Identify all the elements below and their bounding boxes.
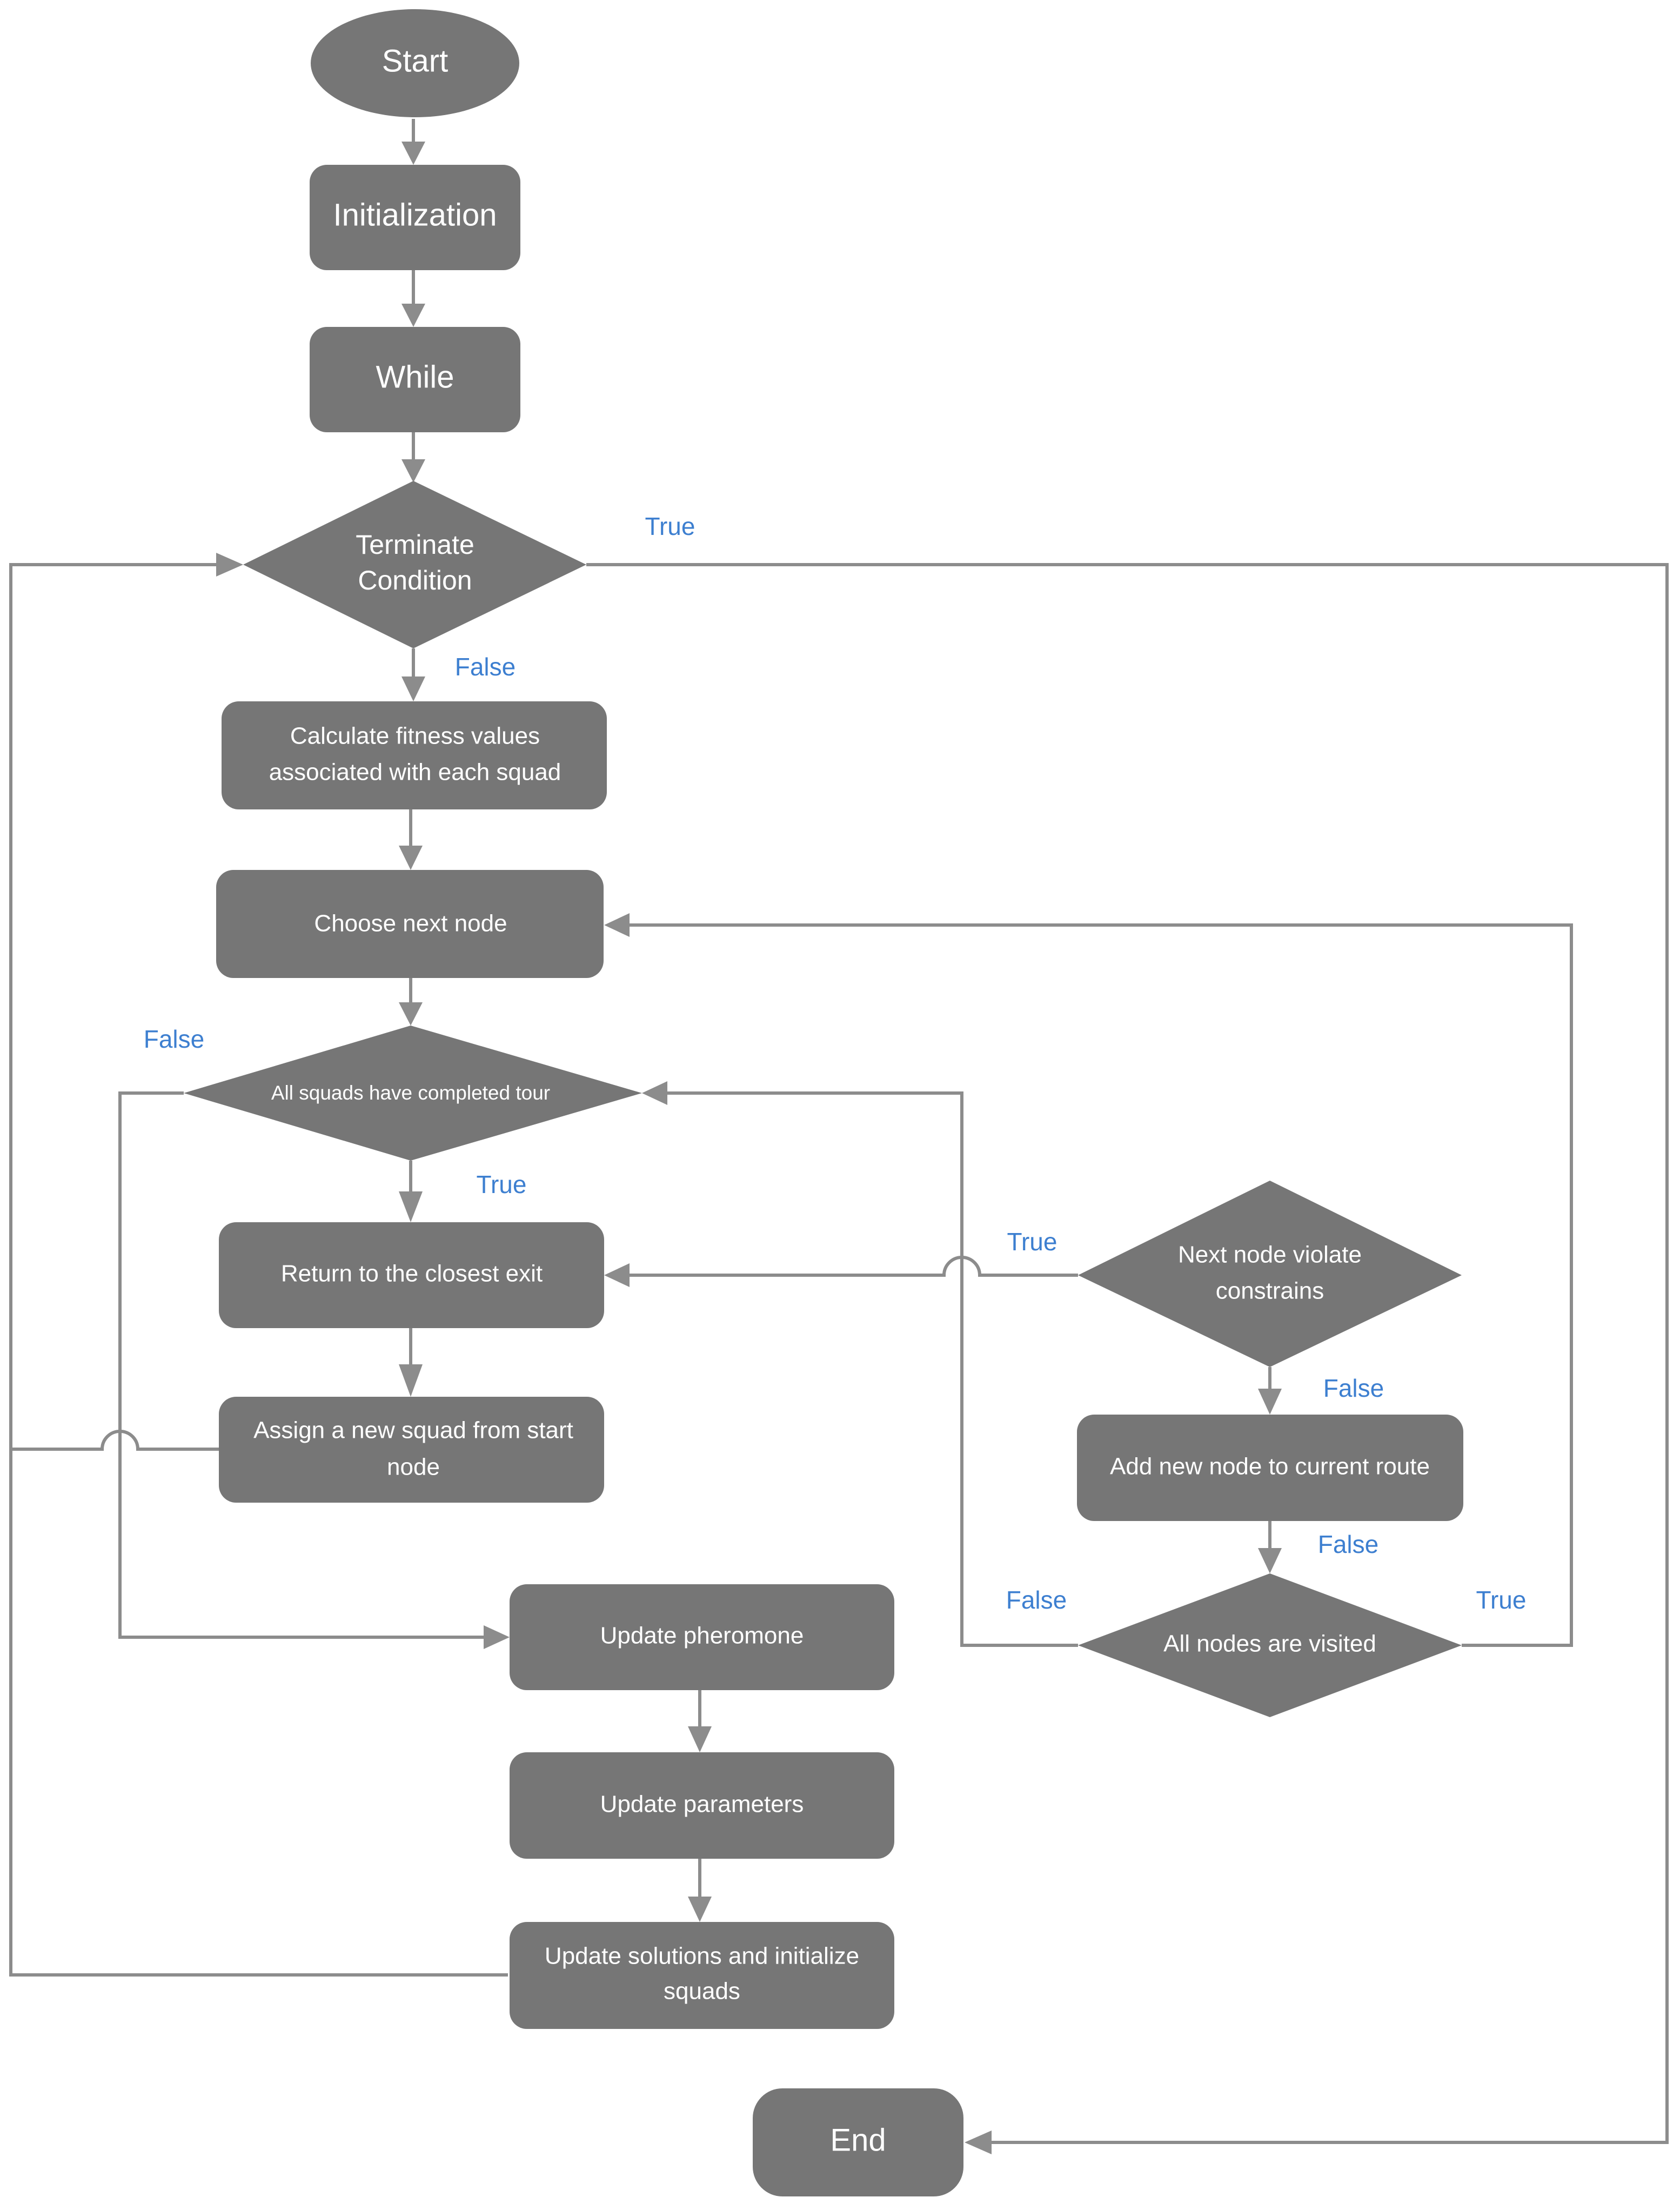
edge-visited-true-to-choose	[627, 923, 1573, 1647]
all-squads-completed-decision	[184, 1026, 642, 1161]
violate-false-label: False	[1323, 1374, 1384, 1402]
edge-solutions-loop	[9, 1449, 508, 1977]
violate-label-line1: Next node violate	[1178, 1242, 1362, 1268]
arrowhead-choose	[399, 846, 423, 870]
arrowhead-squads	[399, 1002, 423, 1026]
squads-label: All squads have completed tour	[271, 1082, 550, 1104]
squads-false-label: False	[144, 1025, 204, 1053]
end-label: End	[830, 2122, 886, 2158]
while-label: While	[376, 359, 454, 394]
arrowhead-while	[401, 304, 425, 327]
arrowhead-terminate-loop	[216, 553, 243, 577]
next-node-violate-decision	[1078, 1181, 1462, 1367]
arrowhead-squads-from-visited	[642, 1081, 667, 1105]
terminate-false-label: False	[455, 653, 516, 681]
edge-visited-false-to-squads	[665, 1091, 1078, 1647]
arrowhead-end	[965, 2131, 992, 2154]
initialization-label: Initialization	[333, 197, 497, 232]
node-labels: Start Initialization While Terminate Con…	[253, 43, 1430, 2158]
arrowhead-choose-from-visited	[604, 913, 630, 937]
end-terminal	[753, 2088, 963, 2196]
calculate-label-line2: associated with each squad	[269, 759, 561, 786]
squads-true-label: True	[477, 1170, 527, 1198]
assign-label-line1: Assign a new squad from start	[253, 1417, 573, 1444]
terminate-label-line1: Terminate	[356, 530, 474, 560]
edge-squads-false-to-pheromone	[118, 1091, 484, 1639]
visited-false-label: False	[1006, 1586, 1067, 1614]
add-label: Add new node to current route	[1110, 1453, 1430, 1480]
start-label: Start	[382, 43, 449, 78]
arrowhead-pheromone	[484, 1625, 510, 1649]
shapes	[184, 9, 1463, 2196]
assign-new-squad-process	[219, 1397, 604, 1503]
calculate-label-line1: Calculate fitness values	[290, 723, 540, 749]
visited-label: All nodes are visited	[1163, 1631, 1376, 1657]
arrowhead-return-from-violate	[604, 1263, 630, 1287]
arrowhead-terminate	[401, 459, 425, 483]
connectors	[9, 119, 1669, 2154]
solutions-label-line2: squads	[664, 1978, 740, 2005]
parameters-label: Update parameters	[600, 1791, 804, 1818]
edge-assign-loop-to-terminate	[9, 563, 219, 1451]
add-false-label: False	[1318, 1530, 1378, 1558]
choose-label: Choose next node	[314, 910, 507, 937]
return-label: Return to the closest exit	[281, 1261, 543, 1287]
edge-terminate-true-to-end	[586, 563, 1669, 2144]
edge-violate-true-to-return	[627, 1256, 1078, 1277]
arrowhead-return	[399, 1191, 423, 1222]
visited-true-label: True	[1476, 1586, 1527, 1614]
pheromone-label: Update pheromone	[600, 1623, 804, 1649]
violate-true-label: True	[1007, 1228, 1057, 1256]
calculate-fitness-process	[222, 701, 607, 809]
choose-next-node-process	[216, 870, 604, 978]
update-pheromone-process	[510, 1584, 894, 1690]
update-solutions-process	[510, 1922, 894, 2029]
arrowhead-parameters	[688, 1726, 712, 1752]
while-process	[310, 327, 520, 432]
arrowhead-solutions	[688, 1897, 712, 1922]
arrowhead-add	[1258, 1389, 1282, 1415]
initialization-process	[310, 165, 520, 270]
update-parameters-process	[510, 1752, 894, 1859]
arrowhead-calculate	[401, 676, 425, 701]
add-new-node-process	[1077, 1415, 1463, 1521]
solutions-label-line1: Update solutions and initialize	[545, 1943, 859, 1969]
assign-label-line2: node	[387, 1454, 440, 1481]
terminate-true-label: True	[645, 512, 695, 540]
violate-label-line2: constrains	[1216, 1278, 1324, 1304]
start-terminal	[311, 9, 519, 117]
arrowhead-visited	[1258, 1548, 1282, 1573]
terminate-label-line2: Condition	[358, 565, 472, 595]
arrowhead-assign	[399, 1364, 423, 1397]
arrowhead-initialization	[401, 142, 425, 165]
return-closest-exit-process	[219, 1222, 604, 1328]
edge-labels: True False False True True False False F…	[144, 512, 1527, 1614]
all-nodes-visited-decision	[1078, 1573, 1462, 1717]
terminate-condition-decision	[243, 481, 586, 648]
